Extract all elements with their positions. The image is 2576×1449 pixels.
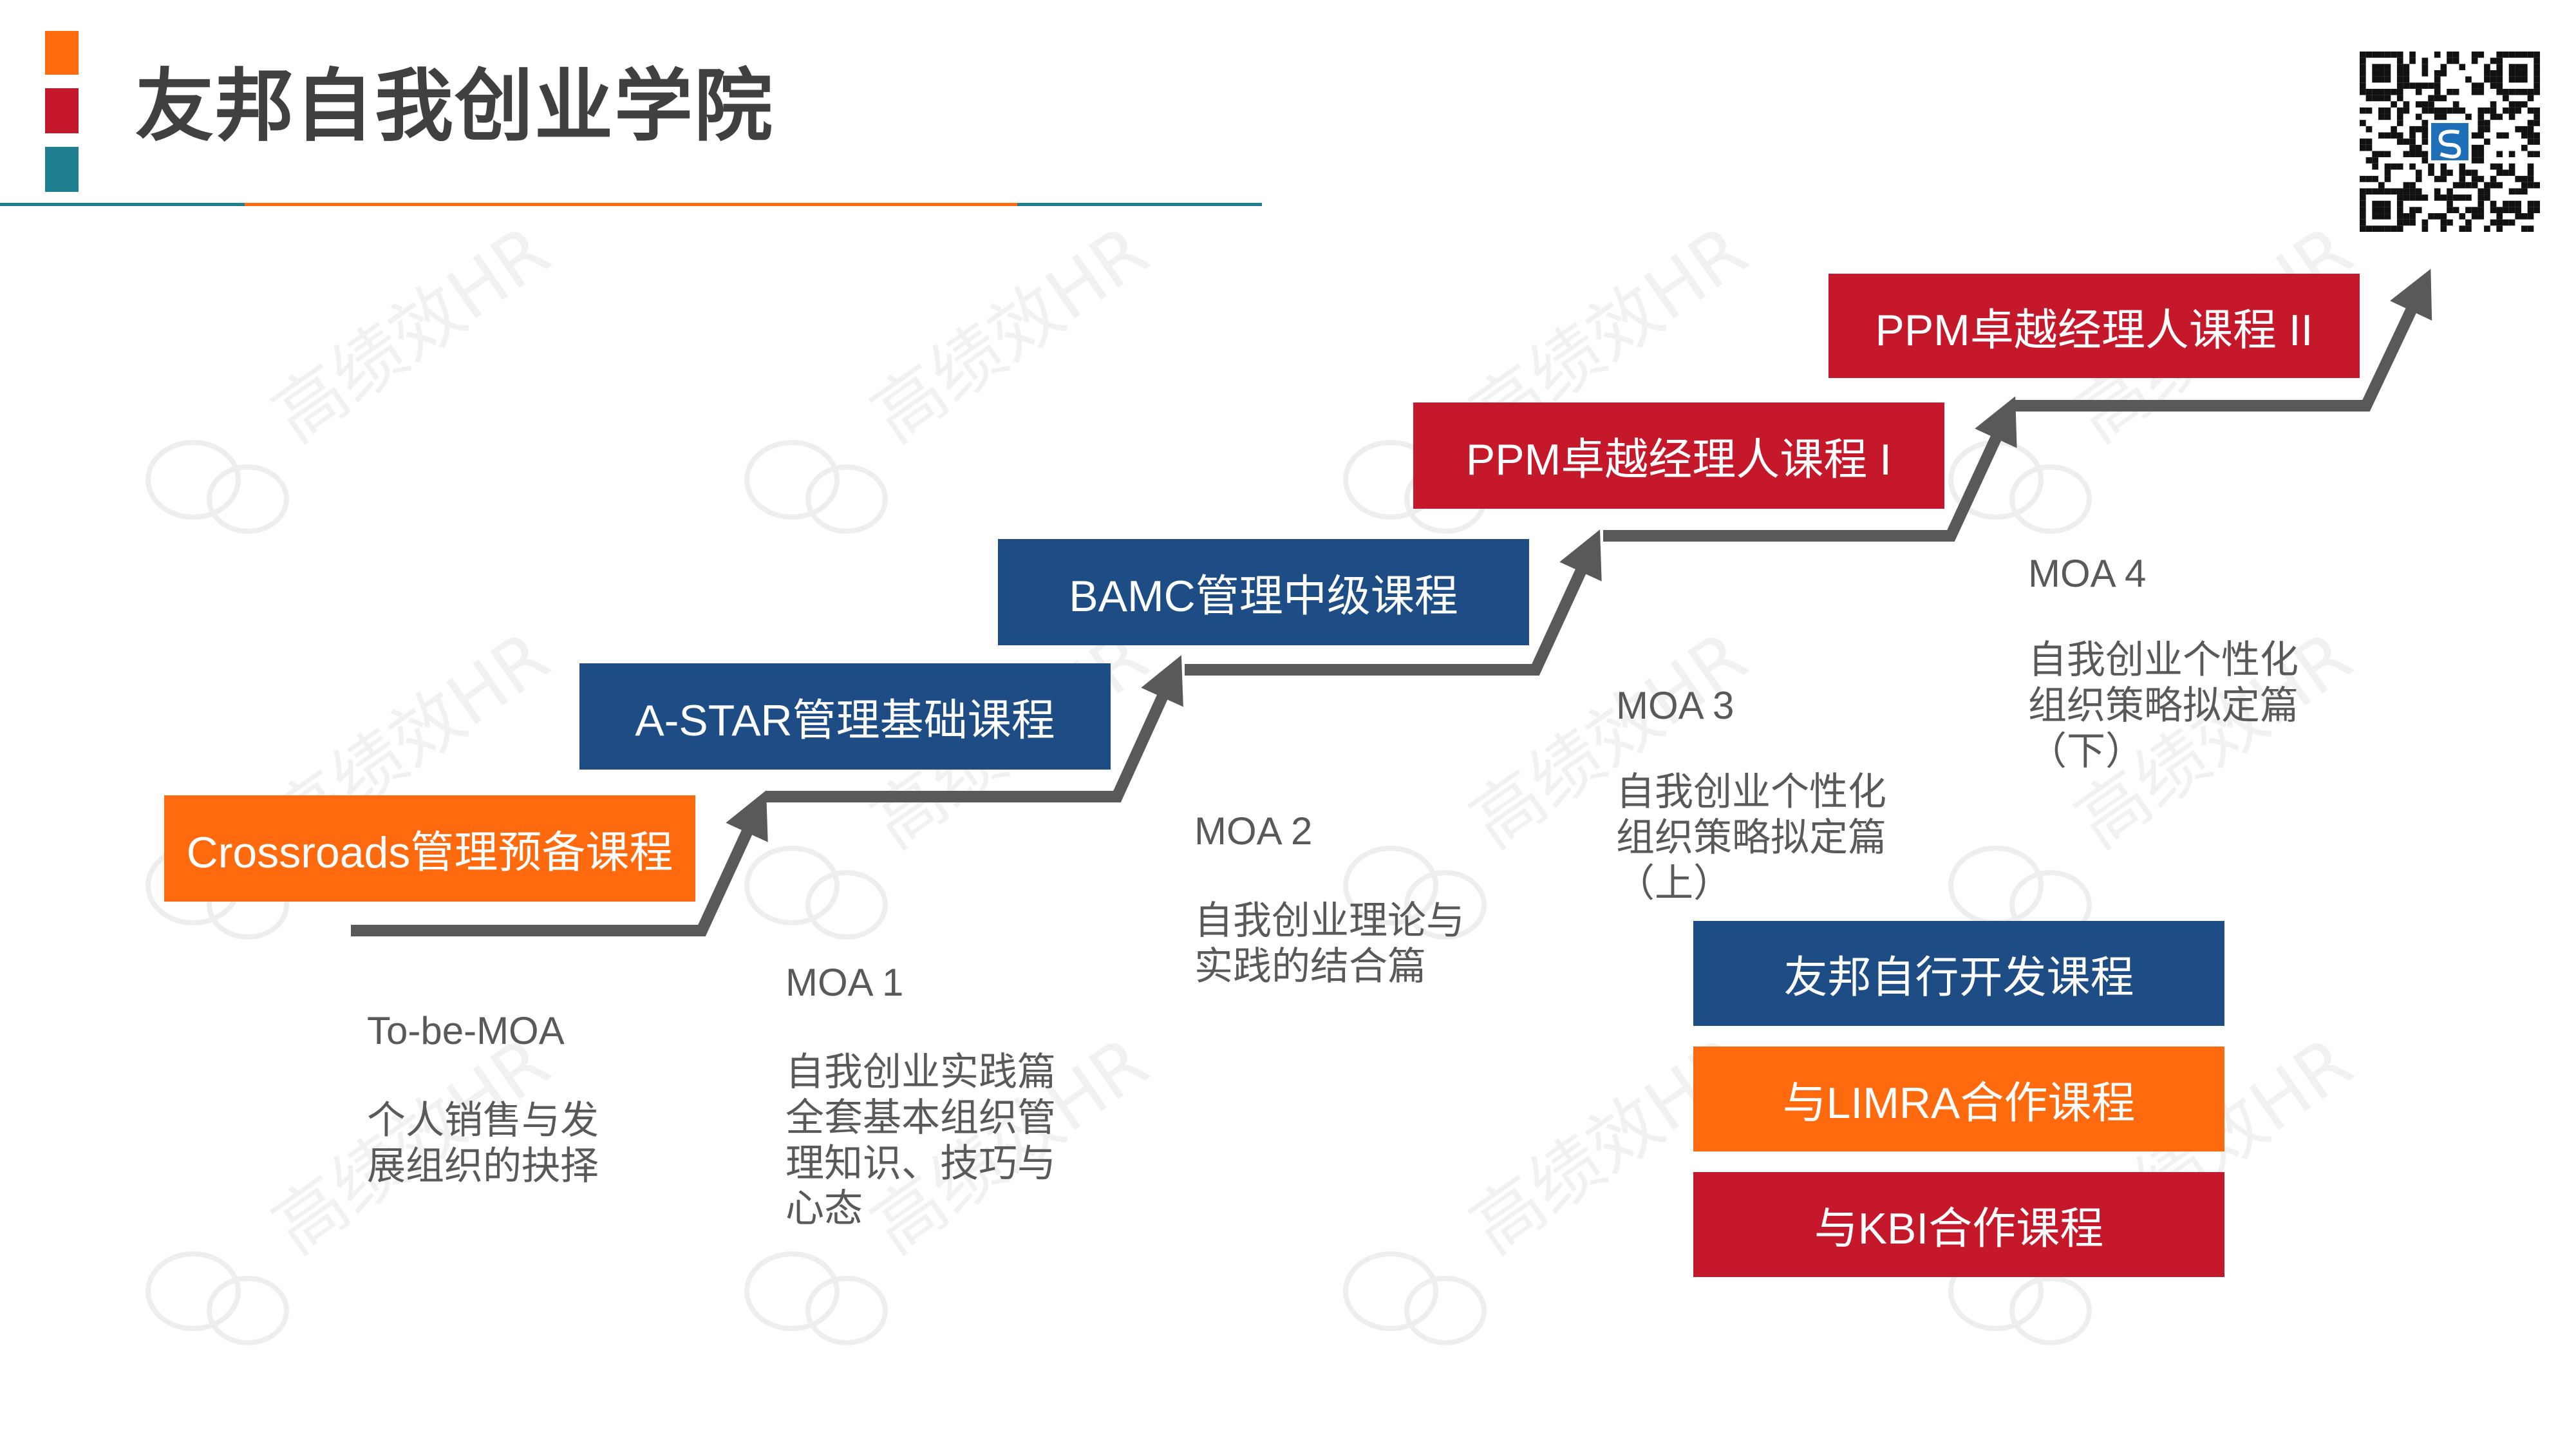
chat-bubble-icon (744, 440, 840, 520)
chat-bubble-icon (1404, 870, 1487, 940)
stair-step-3 (1185, 529, 1602, 676)
chat-bubble-icon (805, 464, 888, 534)
chat-bubble-icon (207, 1276, 289, 1345)
chat-bubble-icon (1343, 1251, 1438, 1331)
course-box-crossroads: Crossroads管理预备课程 (164, 795, 695, 902)
header-rule-teal-end (1017, 203, 1262, 206)
chat-bubble-icon (805, 1276, 888, 1345)
chat-bubble-icon (744, 1251, 840, 1331)
page-title: 友邦自我创业学院 (135, 62, 774, 150)
header-rule-teal (0, 203, 245, 206)
stair-step-4 (1603, 396, 2017, 542)
chat-bubble-icon (1343, 846, 1438, 925)
chat-bubble-icon (146, 1251, 241, 1331)
header-rule-orange (245, 203, 1017, 206)
stage-desc-moa-1: 自我创业实践篇 全套基本组织管 理知识、技巧与 心态 (785, 1050, 1056, 1231)
course-box-a-star: A-STAR管理基础课程 (579, 663, 1111, 770)
qr-code-icon (2360, 52, 2540, 232)
stair-step-5 (2015, 269, 2432, 412)
chat-bubble-icon (1404, 1276, 1487, 1345)
stage-label-moa-4: MOA 4 (2028, 552, 2147, 595)
chat-bubble-icon (2009, 464, 2092, 534)
stage-label-moa-2: MOA 2 (1194, 810, 1313, 853)
accent-square-orange (45, 31, 79, 75)
chat-bubble-icon (2009, 1276, 2092, 1345)
qr-logo-icon (2431, 123, 2468, 160)
course-box-aia-own: 友邦自行开发课程 (1693, 921, 2224, 1026)
course-box-kbi: 与KBI合作课程 (1693, 1172, 2224, 1277)
chat-bubble-icon (744, 846, 840, 925)
stair-step-2 (766, 655, 1183, 802)
stage-desc-to-be-moa: 个人销售与发 展组织的抉择 (367, 1099, 599, 1188)
course-box-ppm-2: PPM卓越经理人课程 II (1829, 274, 2360, 378)
accent-square-teal (45, 147, 79, 192)
stage-label-moa-1: MOA 1 (785, 961, 904, 1004)
stage-desc-moa-3: 自我创业个性化 组织策略拟定篇 （上） (1616, 770, 1886, 905)
stage-desc-moa-4: 自我创业个性化 组织策略拟定篇 （下） (2028, 638, 2299, 773)
course-box-limra: 与LIMRA合作课程 (1693, 1046, 2224, 1151)
accent-square-red (45, 88, 79, 133)
course-box-ppm-1: PPM卓越经理人课程 I (1413, 402, 1944, 509)
stage-label-moa-3: MOA 3 (1616, 684, 1735, 727)
chat-bubble-icon (146, 440, 241, 520)
stage-label-to-be-moa: To-be-MOA (367, 1009, 565, 1052)
chat-bubble-icon (207, 464, 289, 534)
stage-desc-moa-2: 自我创业理论与 实践的结合篇 (1194, 899, 1465, 988)
chat-bubble-icon (805, 870, 888, 940)
stair-step-1 (351, 790, 768, 936)
course-box-bamc: BAMC管理中级课程 (998, 539, 1529, 645)
